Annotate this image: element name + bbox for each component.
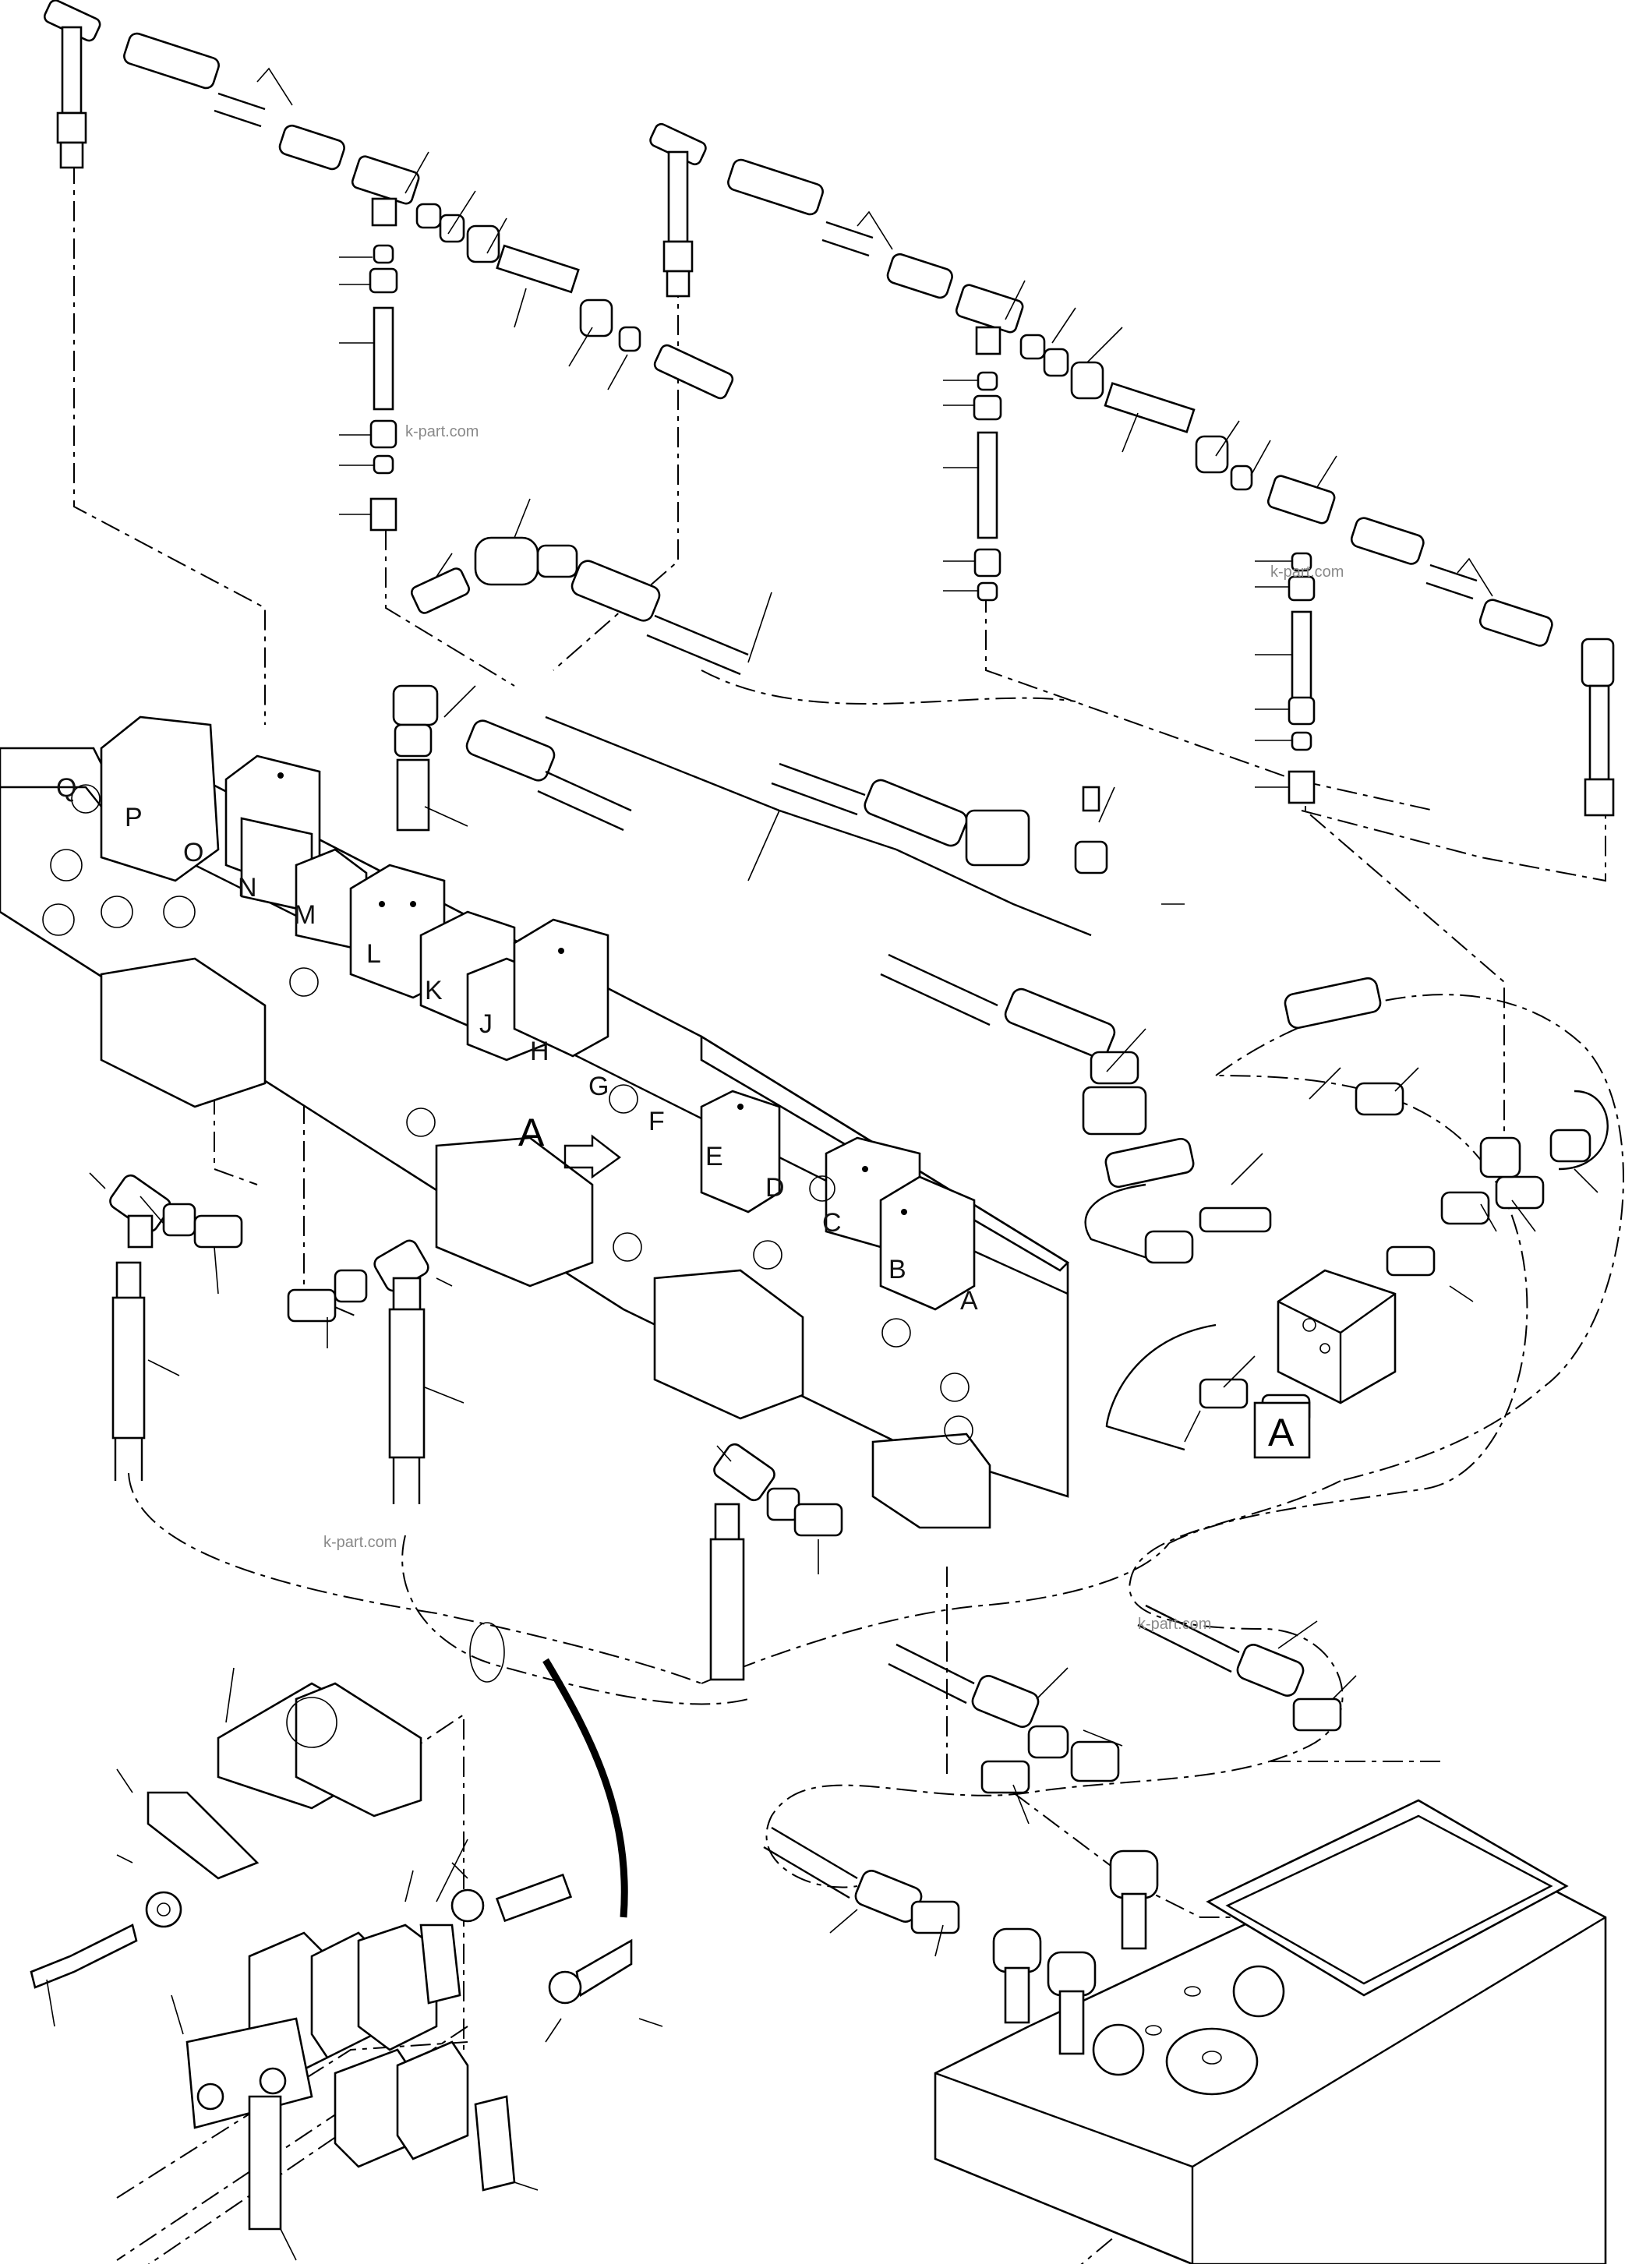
watermark-2: k-part.com [1270,563,1344,581]
valve-label-g: G [588,1072,609,1101]
watermark-3: k-part.com [323,1534,397,1551]
valve-label-m: M [294,900,316,930]
hydraulic-tank [934,1799,1607,2266]
valve-label-k: K [425,976,443,1005]
valve-bank: Q P O N M L K J H G F E D C B A A [0,715,1070,1529]
valve-label-o: O [183,838,203,867]
upper-left-pipe-assembly [43,0,734,532]
valve-label-h: H [530,1037,549,1066]
valve-label-l: L [366,939,381,969]
middle-hoses [392,498,1185,1136]
upper-right-pipe-assembly [649,122,1615,817]
valve-label-d: D [765,1173,785,1203]
valve-label-n: N [238,873,257,903]
valve-label-e: E [705,1142,723,1171]
lower-fittings [89,1172,843,1918]
view-marker-label: A [518,1111,545,1154]
valve-label-j: J [479,1009,493,1039]
valve-label-b: B [888,1255,906,1284]
valve-label-a: A [960,1286,978,1316]
clamp-assembly [30,1667,663,2261]
valve-label-q: Q [56,773,76,803]
view-arrow-icon [563,1134,622,1179]
detail-a: A [1084,977,1609,1459]
watermark-4: k-part.com [1138,1616,1211,1633]
valve-label-f: F [648,1107,665,1136]
valve-label-p: P [125,803,143,832]
lower-right-hoses [763,1604,1357,1957]
watermark-1: k-part.com [405,423,479,440]
detail-label: A [1268,1411,1295,1454]
valve-label-c: C [822,1208,842,1238]
